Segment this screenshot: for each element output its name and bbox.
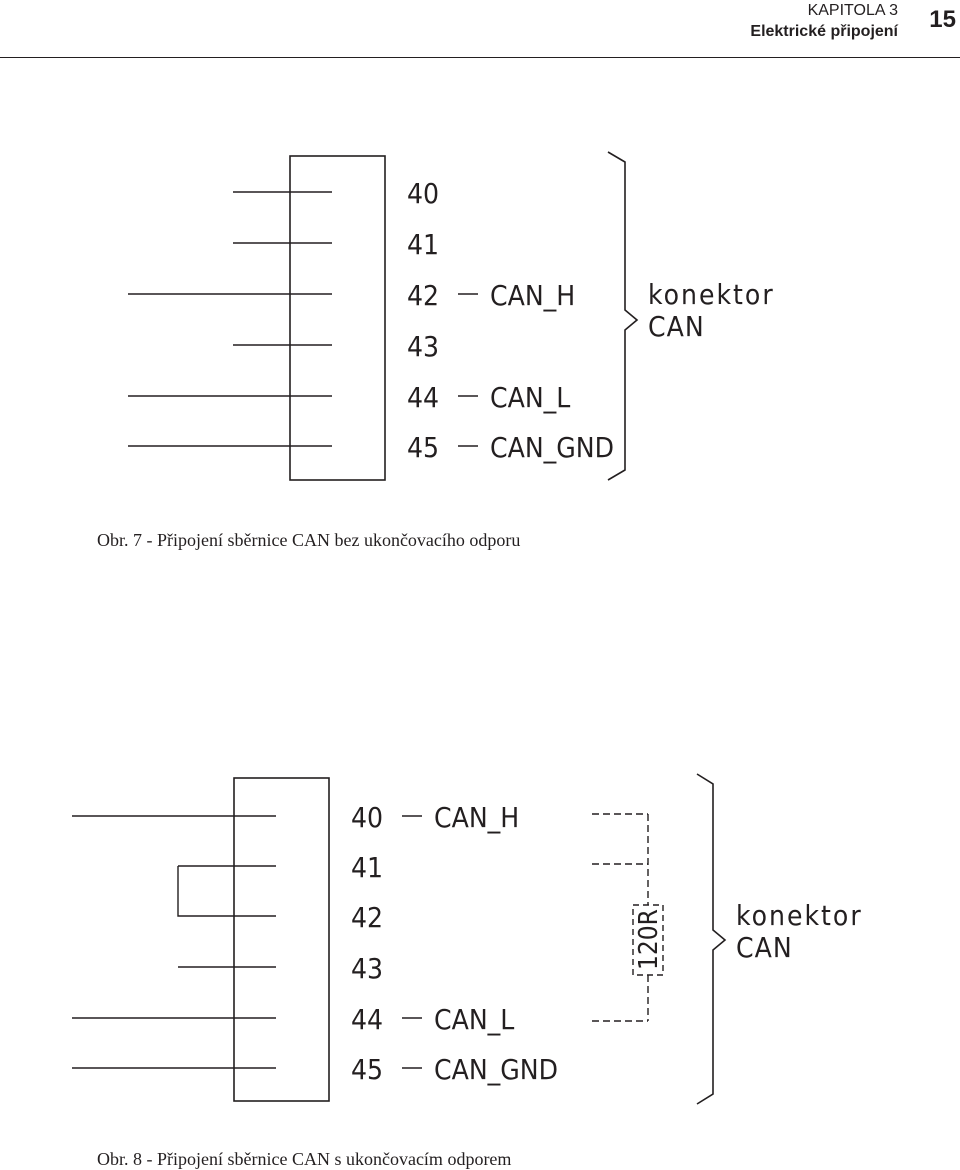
connector-label: CAN <box>648 310 705 343</box>
signal-label: CAN_H <box>490 279 575 312</box>
pin-label: 44 <box>351 1003 383 1036</box>
resistor-label: 120R <box>634 909 664 970</box>
connector-label: konektor <box>648 278 775 311</box>
signal-label: CAN_GND <box>490 431 614 464</box>
pin-label: 45 <box>407 431 439 464</box>
pin-label: 41 <box>407 228 439 261</box>
signal-label: CAN_L <box>490 381 570 414</box>
jumper-wire <box>177 866 276 917</box>
pin-label: 40 <box>407 177 439 210</box>
terminal-block <box>289 155 386 481</box>
signal-label: CAN_H <box>434 801 519 834</box>
pin-label: 41 <box>351 851 383 884</box>
figure-1-wiring-diagram: 40 41 42 43 44 45 CAN_H CAN_L CAN_GND ko… <box>128 151 775 481</box>
pin-label: 42 <box>351 901 383 934</box>
figure-1-caption: Obr. 7 - Připojení sběrnice CAN bez ukon… <box>97 530 521 550</box>
pin-label: 42 <box>407 279 439 312</box>
header-rule <box>0 57 960 58</box>
terminal-block <box>233 777 330 1102</box>
signal-label: CAN_L <box>434 1003 514 1036</box>
figure-2-caption: Obr. 8 - Připojení sběrnice CAN s ukončo… <box>97 1149 512 1169</box>
page-number: 15 <box>929 6 956 33</box>
connector-label: CAN <box>736 931 793 964</box>
pin-label: 43 <box>351 952 383 985</box>
chapter-label: KAPITOLA 3 <box>807 2 898 19</box>
pin-label: 45 <box>351 1053 383 1086</box>
pin-label: 44 <box>407 381 439 414</box>
figure-2-wiring-diagram: 40 41 42 43 44 45 CAN_H CAN_L CAN_GND 12… <box>72 773 863 1105</box>
pin-label: 40 <box>351 801 383 834</box>
connector-brace <box>696 773 727 1105</box>
pin-label: 43 <box>407 330 439 363</box>
connector-label: konektor <box>736 899 863 932</box>
connector-brace <box>607 151 639 481</box>
section-title: Elektrické připojení <box>750 23 898 40</box>
signal-label: CAN_GND <box>434 1053 558 1086</box>
